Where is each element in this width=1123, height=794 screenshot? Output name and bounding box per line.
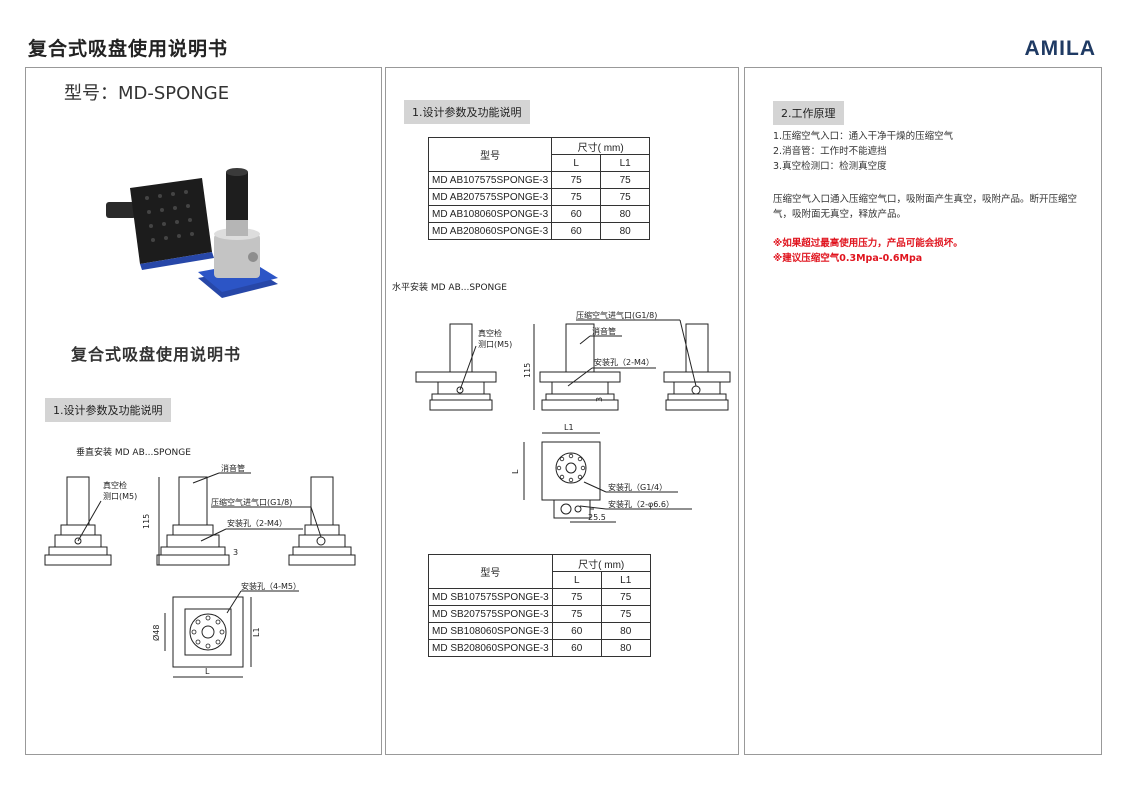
cell-L1: 80 [600,622,651,640]
cell-L: 75 [551,188,602,206]
warning-item: ※如果超过最高使用压力，产品可能会损坏。 [773,238,963,249]
cell-L: 60 [551,205,602,223]
callout-mount-hole-66: 安装孔（2-φ6.6） [608,499,674,509]
table-row: MD SB207575SPONGE-3 75 75 [428,605,651,623]
warning-notes: ※如果超过最高使用压力，产品可能会损坏。 ※建议压缩空气0.3Mpa-0.6Mp… [773,236,963,266]
callout-vacuum-port-1: 真空检 [478,328,502,338]
section-badge-design: 1.设计参数及功能说明 [404,100,530,124]
list-item: 3.真空检测口：检测真空度 [773,161,887,172]
dim-115: 115 [523,363,532,378]
cell-model: MD AB207575SPONGE-3 [427,188,553,206]
cell-L1: 80 [600,639,651,657]
table-header-model: 型号 [427,137,553,172]
callout-muffler: 消音管 [592,326,616,336]
callout-vacuum-port-2: 测口(M5) [478,340,512,349]
cell-L1: 80 [600,222,651,240]
dim-L: L [205,667,210,676]
product-photo [106,168,278,298]
horizontal-mount-drawing: 真空检 测口(M5) 消音管 安装孔（2-M4） 115 3 压缩空气进气口(G… [415,310,731,523]
vertical-mount-drawing: 真空检 测口(M5) 消音管 安装孔（2-M4） 115 3 压缩空气进气口(G… [44,463,356,678]
cell-L1: 80 [600,205,651,223]
brand-logo: AMILA [1024,37,1096,60]
table-row: MD AB208060SPONGE-3 60 80 [427,222,651,240]
dim-L1: L1 [252,627,261,637]
principle-list: 1.压缩空气入口：通入干净干燥的压缩空气 2.消音管：工作时不能遮挡 3.真空检… [773,129,953,174]
cell-model: MD SB207575SPONGE-3 [428,605,553,623]
cell-L: 60 [551,622,602,640]
caption-vertical-mount: 垂直安装 MD AB...SPONGE [76,448,191,458]
section-badge-design: 1.设计参数及功能说明 [45,398,171,422]
callout-mount-hole-4: 安装孔（4-M5） [241,581,301,591]
table-row: MD AB207575SPONGE-3 75 75 [427,188,651,206]
dim-3: 3 [595,397,604,402]
cell-L: 60 [551,639,602,657]
callout-air-inlet: 压缩空气进气口(G1/8) [576,310,657,320]
table-row: MD AB108060SPONGE-3 60 80 [427,205,651,223]
section-badge-principle: 2.工作原理 [773,101,844,125]
table-header-L1: L1 [600,571,651,589]
table-header-size: 尺寸( mm) [551,554,651,572]
list-item: 2.消音管：工作时不能遮挡 [773,146,887,157]
panel-product-overview: 型号：MD-SPONGE 复合式吸盘使用说明书 1.设计参数及功能说明 垂直安装… [25,67,382,755]
cell-model: MD AB107575SPONGE-3 [427,171,553,189]
cell-L1: 75 [600,605,651,623]
panel-design-parameters: 1.设计参数及功能说明 型号 尺寸( mm) L L1 MD AB107575S… [385,67,739,755]
table-header-size: 尺寸( mm) [551,137,651,155]
callout-mount-hole-g14: 安装孔（G1/4） [608,482,667,492]
cell-model: MD AB208060SPONGE-3 [427,222,553,240]
sub-title: 复合式吸盘使用说明书 [71,345,242,364]
cell-model: MD SB208060SPONGE-3 [428,639,553,657]
cell-L: 75 [551,605,602,623]
dim-L: L [511,469,520,474]
cell-L: 60 [551,222,602,240]
table-header-L1: L1 [600,154,651,172]
document-title: 复合式吸盘使用说明书 [28,38,229,60]
callout-vacuum-port-1: 真空检 [103,480,127,490]
spec-table-sb: 型号 尺寸( mm) L L1 MD SB107575SPONGE-3 75 7… [428,554,651,657]
dim-25-5: 25.5 [588,513,606,522]
model-label: 型号：MD-SPONGE [64,83,230,104]
cell-L: 75 [551,588,602,606]
dim-115: 115 [142,514,151,529]
cell-model: MD AB108060SPONGE-3 [427,205,553,223]
callout-muffler: 消音管 [221,463,245,473]
table-row: MD AB107575SPONGE-3 75 75 [427,171,651,189]
table-row: MD SB107575SPONGE-3 75 75 [428,588,651,606]
list-item: 1.压缩空气入口：通入干净干燥的压缩空气 [773,131,954,142]
callout-vacuum-port-2: 测口(M5) [103,492,137,501]
cell-L: 75 [551,171,602,189]
table-row: MD SB208060SPONGE-3 60 80 [428,639,651,657]
callout-mount-hole: 安装孔（2-M4） [594,357,654,367]
table-row: MD SB108060SPONGE-3 60 80 [428,622,651,640]
caption-horizontal-mount: 水平安装 MD AB...SPONGE [392,283,507,293]
cell-L1: 75 [600,588,651,606]
cell-model: MD SB108060SPONGE-3 [428,622,553,640]
cell-L1: 75 [600,171,651,189]
callout-mount-hole: 安装孔（2-M4） [227,518,287,528]
table-header-L: L [551,571,602,589]
callout-air-inlet: 压缩空气进气口(G1/8) [211,497,292,507]
spec-table-ab: 型号 尺寸( mm) L L1 MD AB107575SPONGE-3 75 7… [427,137,651,240]
principle-paragraph: 压缩空气入口通入压缩空气口，吸附面产生真空，吸附产品。断开压缩空气，吸附面无真空… [773,194,1078,220]
cell-L1: 75 [600,188,651,206]
dim-3: 3 [233,548,238,557]
table-header-model: 型号 [428,554,553,589]
warning-item: ※建议压缩空气0.3Mpa-0.6Mpa [773,253,923,264]
panel-working-principle: 2.工作原理 1.压缩空气入口：通入干净干燥的压缩空气 2.消音管：工作时不能遮… [744,67,1102,755]
dim-diameter-48: Ø48 [151,625,161,641]
table-header-L: L [551,154,602,172]
dim-L1: L1 [564,423,574,432]
cell-model: MD SB107575SPONGE-3 [428,588,553,606]
